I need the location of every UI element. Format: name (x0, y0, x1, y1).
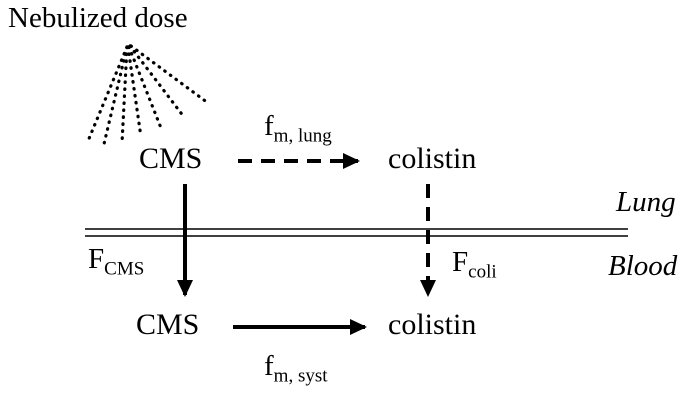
fm-syst-main: f (264, 350, 274, 382)
blood-cms-label: CMS (136, 308, 200, 341)
blood-compartment-label: Blood (608, 250, 678, 282)
f-coli-sub: coli (468, 261, 497, 283)
spray-icon (86, 44, 210, 146)
f-cms-main: F (88, 243, 105, 275)
fm-lung-sub: m, lung (273, 125, 332, 147)
fm-lung-label: fm, lung (264, 110, 332, 146)
fm-lung-main: f (264, 110, 274, 142)
lung-colistin-label: colistin (388, 142, 477, 175)
f-coli-label: Fcoli (452, 246, 497, 282)
f-coli-main: F (452, 246, 469, 278)
lung-cms-label: CMS (139, 142, 203, 175)
blood-colistin-label: colistin (388, 308, 477, 341)
diagram-title: Nebulized dose (8, 2, 188, 34)
lung-compartment-label: Lung (616, 186, 676, 218)
fm-syst-label: fm, syst (264, 350, 328, 386)
f-cms-label: FCMS (88, 243, 144, 279)
compartment-divider (85, 228, 628, 237)
fm-syst-sub: m, syst (273, 365, 328, 387)
f-cms-sub: CMS (104, 258, 145, 280)
